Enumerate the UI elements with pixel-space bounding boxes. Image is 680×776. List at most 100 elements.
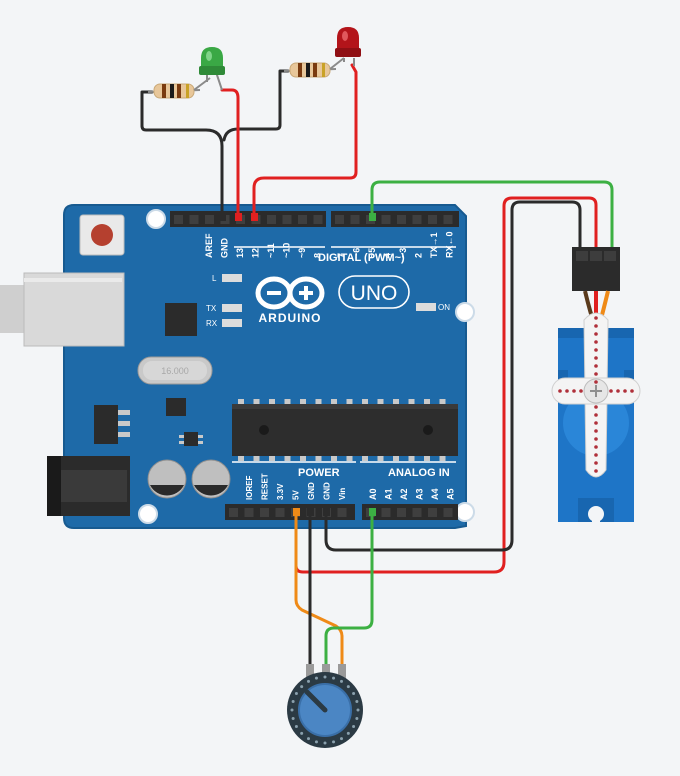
analog-pin-label: A4 xyxy=(430,488,440,500)
led-indicator-on: ON xyxy=(416,303,450,312)
uno-badge: UNO xyxy=(338,275,410,309)
analog-header-label: ANALOG IN xyxy=(388,467,450,479)
mounting-hole xyxy=(138,504,158,524)
servo-horn[interactable] xyxy=(551,312,641,478)
header-hole[interactable] xyxy=(229,508,238,517)
analog-pin-label: A2 xyxy=(399,488,409,500)
reset-button[interactable] xyxy=(79,214,125,256)
chip xyxy=(166,398,186,416)
header-hole[interactable] xyxy=(205,215,214,224)
wire-red-pin13[interactable] xyxy=(220,88,240,220)
svg-text:ON: ON xyxy=(438,303,450,312)
mounting-hole xyxy=(455,502,475,522)
led-indicator-tx: TX xyxy=(206,304,242,313)
header-hole[interactable] xyxy=(350,215,360,224)
power-header-label: POWER xyxy=(298,467,340,479)
digital-header-label: DIGITAL (PWM~) xyxy=(318,252,405,264)
header-hole[interactable] xyxy=(428,508,437,517)
wire-black-green-resistor[interactable] xyxy=(140,90,224,220)
svg-text:RX: RX xyxy=(206,319,218,328)
wire-black-servo-ground[interactable] xyxy=(324,200,582,552)
wire-green-pot-a0[interactable] xyxy=(324,510,374,670)
resistor-green-led[interactable] xyxy=(147,77,211,99)
resistor-red-led[interactable] xyxy=(283,57,345,78)
pin-label: 2 xyxy=(414,253,424,258)
header-hole[interactable] xyxy=(189,215,199,224)
atmega-chip xyxy=(232,399,458,461)
header-hole[interactable] xyxy=(397,215,406,224)
header-hole[interactable] xyxy=(337,508,347,517)
plus-icon xyxy=(590,385,602,397)
pin-label: GND xyxy=(220,238,230,259)
crystal-oscillator: 16.000 xyxy=(137,356,213,385)
header-hole[interactable] xyxy=(313,215,323,224)
svg-text:L: L xyxy=(212,274,217,283)
led-indicator-l: L xyxy=(212,274,242,283)
header-hole[interactable] xyxy=(260,508,269,517)
header-hole[interactable] xyxy=(244,508,254,517)
header-hole[interactable] xyxy=(267,215,276,224)
pin-label: RX←0 xyxy=(445,231,455,258)
power-pin-label: Vin xyxy=(338,488,347,500)
digital-header-right xyxy=(331,211,459,227)
header-hole[interactable] xyxy=(282,215,292,224)
pin-label: ~3 xyxy=(398,248,408,258)
pin-label: ~9 xyxy=(297,248,307,258)
capacitor xyxy=(147,459,187,499)
usb-connector xyxy=(0,272,125,347)
header-hole[interactable] xyxy=(397,508,406,517)
header-hole[interactable] xyxy=(381,215,391,224)
arduino-logo: ARDUINO xyxy=(255,276,325,325)
header-hole[interactable] xyxy=(381,508,391,517)
analog-pin-label: A3 xyxy=(415,488,425,500)
power-pin-label: 5V xyxy=(292,490,301,500)
pin-label: 7 xyxy=(336,253,346,258)
analog-pin-label: A5 xyxy=(446,488,456,500)
pin-label: AREF xyxy=(204,233,214,258)
pin-label: ~11 xyxy=(266,243,276,258)
wire-terminals xyxy=(219,213,376,516)
wire-green-servo-signal[interactable] xyxy=(370,180,614,260)
header-hole[interactable] xyxy=(412,215,422,224)
power-pin-label: 3.3V xyxy=(276,483,285,500)
header-hole[interactable] xyxy=(412,508,422,517)
arduino-brand-text: ARDUINO xyxy=(259,311,322,325)
pin-label: 8 xyxy=(313,253,323,258)
header-hole[interactable] xyxy=(443,508,453,517)
pin-label: 12 xyxy=(251,248,261,258)
analog-pin-label: A1 xyxy=(384,488,394,500)
svg-text:UNO: UNO xyxy=(351,282,398,305)
pin-label: 4 xyxy=(383,253,393,258)
crystal-label: 16.000 xyxy=(161,366,189,376)
svg-text:TX: TX xyxy=(206,304,217,313)
wire-red-pin12[interactable] xyxy=(252,63,358,220)
wire-orange-pot-5v[interactable] xyxy=(294,510,344,670)
capacitor xyxy=(191,459,231,499)
voltage-regulator xyxy=(94,405,130,444)
power-pin-label: RESET xyxy=(261,473,270,500)
transistor xyxy=(179,432,203,446)
power-pin-label: GND xyxy=(323,482,332,500)
header-hole[interactable] xyxy=(335,215,344,224)
pin-label: ~10 xyxy=(282,243,292,258)
power-pin-label: IOREF xyxy=(245,475,254,500)
led-green[interactable] xyxy=(199,47,225,91)
led-indicator-rx: RX xyxy=(206,319,242,328)
header-hole[interactable] xyxy=(443,215,453,224)
pin-label: ~6 xyxy=(352,248,362,258)
mounting-hole xyxy=(455,302,475,322)
potentiometer[interactable] xyxy=(287,664,363,748)
dc-power-jack xyxy=(47,456,130,516)
header-hole[interactable] xyxy=(428,215,437,224)
header-hole[interactable] xyxy=(275,508,285,517)
led-red[interactable] xyxy=(335,27,361,66)
analog-pin-label: A0 xyxy=(368,488,378,500)
header-hole[interactable] xyxy=(298,215,307,224)
header-hole[interactable] xyxy=(174,215,183,224)
wire-black-red-resistor[interactable] xyxy=(222,69,290,142)
chip xyxy=(165,303,197,336)
wire-red-servo-power[interactable] xyxy=(294,196,598,574)
pin-label: TX→1 xyxy=(429,232,439,258)
mounting-hole xyxy=(146,209,166,229)
